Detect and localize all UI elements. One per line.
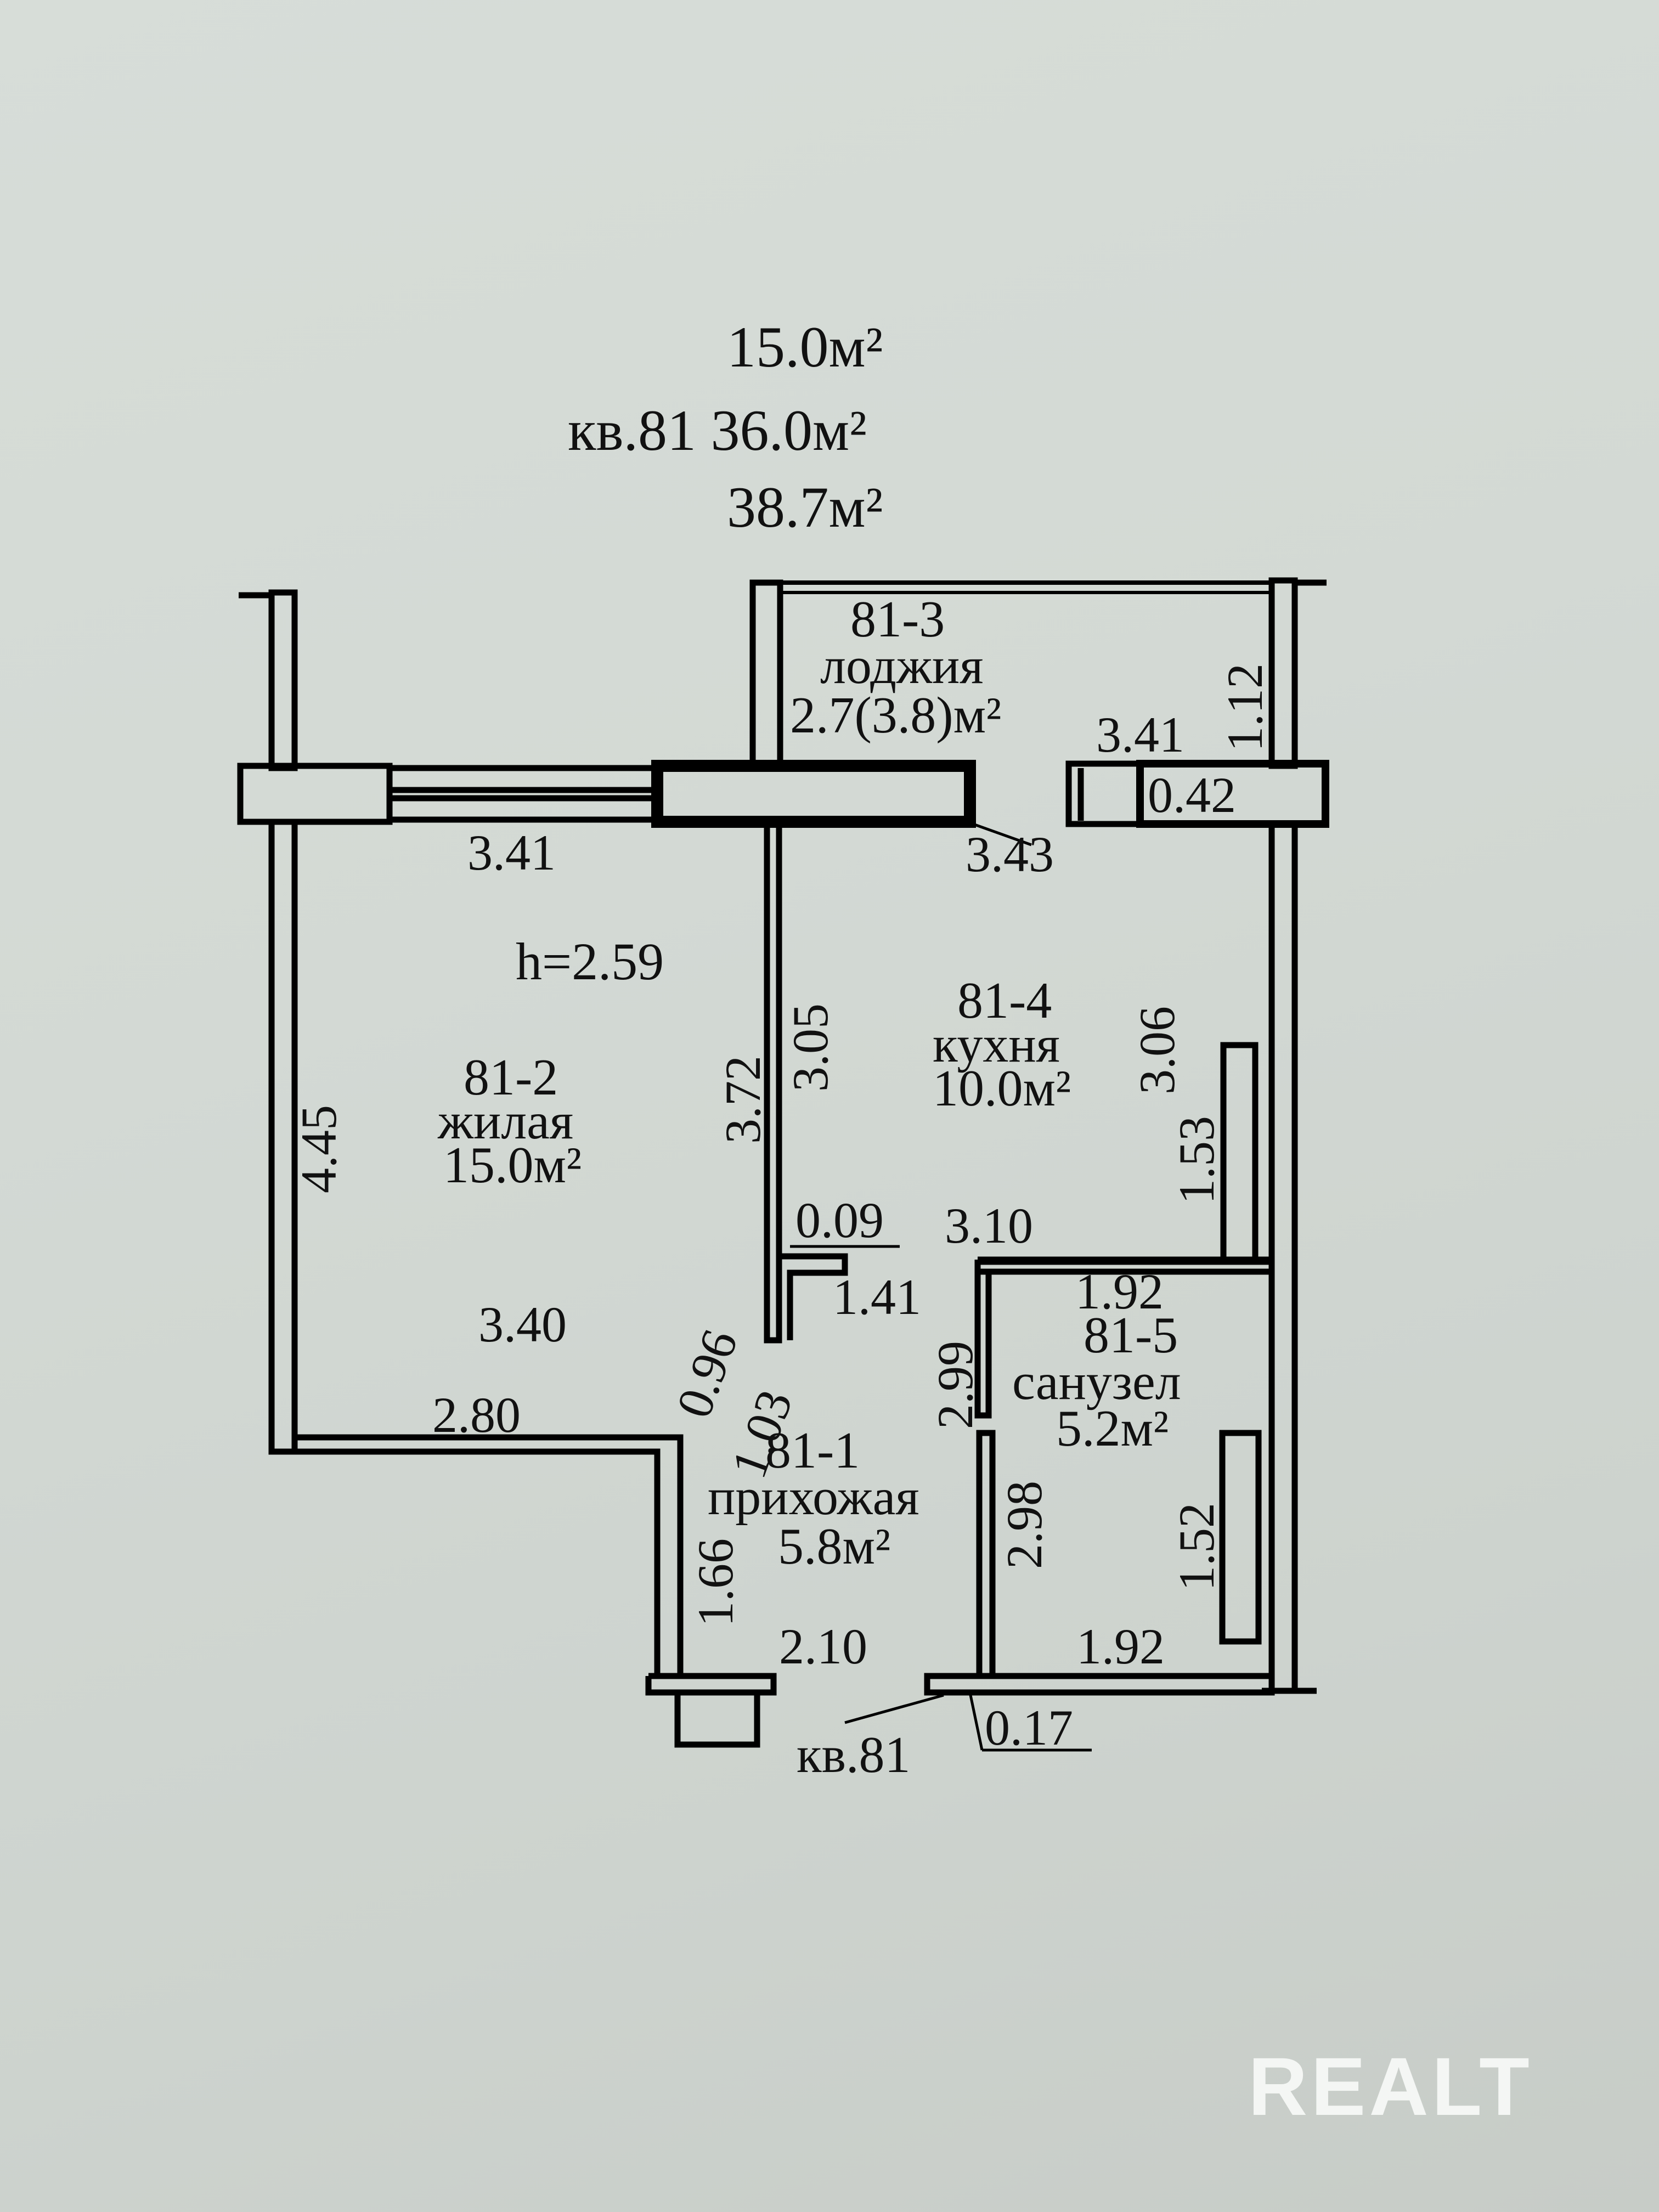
room-bathroom-name: санузел xyxy=(1012,1353,1181,1410)
room-hallway-id: 81-1 xyxy=(765,1422,860,1479)
room-loggia-name: лоджия xyxy=(820,637,984,695)
header-areas: 15.0м² кв.81 36.0м² 38.7м² xyxy=(568,315,883,539)
dim-042: 0.42 xyxy=(1148,767,1236,823)
room-loggia: 81-3 лоджия 2.7(3.8)м² xyxy=(790,591,1001,744)
window-wall-block-left xyxy=(237,763,393,825)
dim-210: 2.10 xyxy=(779,1618,867,1674)
leader-entrance xyxy=(844,1694,944,1724)
hall-bath-partition-lower xyxy=(976,1430,996,1679)
leader-lines xyxy=(790,821,1092,1752)
right-outer-wall xyxy=(1268,821,1298,1694)
room-bathroom-id: 81-5 xyxy=(1084,1307,1178,1364)
entrance-label: кв.81 xyxy=(797,1726,911,1784)
dim-112: 1.12 xyxy=(1217,663,1273,752)
dim-343: 3.43 xyxy=(966,826,1054,882)
dim-141: 1.41 xyxy=(833,1269,921,1325)
dim-153: 1.53 xyxy=(1169,1116,1224,1204)
header-total-area: 38.7м² xyxy=(727,475,883,539)
dim-341-left: 3.41 xyxy=(467,825,556,881)
walls xyxy=(237,577,1329,1748)
dimensions-horizontal: 3.41 0.42 3.41 3.43 0.09 3.10 1.41 1.92 … xyxy=(432,707,1236,1784)
header-living-area: 15.0м² xyxy=(727,315,883,379)
header-apartment-area: кв.81 36.0м² xyxy=(568,398,867,462)
room-bathroom: 81-5 санузел 5.2м² xyxy=(1012,1307,1181,1457)
room-loggia-area: 2.7(3.8)м² xyxy=(790,687,1001,744)
window-wall-block-right xyxy=(1136,760,1329,828)
hall-bath-partition-upper xyxy=(974,1260,992,1419)
dim-372: 3.72 xyxy=(715,1056,771,1144)
dim-299: 2.99 xyxy=(927,1341,983,1429)
dim-445: 4.45 xyxy=(291,1105,347,1193)
leader-017 xyxy=(968,1692,984,1751)
dim-306: 3.06 xyxy=(1129,1006,1185,1094)
dim-340: 3.40 xyxy=(478,1296,567,1352)
loggia-left-wall xyxy=(749,579,783,771)
dim-341-top: 3.41 xyxy=(1096,707,1184,763)
dim-192-bottom: 1.92 xyxy=(1076,1618,1165,1674)
loggia-right-wall xyxy=(1268,577,1298,769)
living-bottom-wall xyxy=(272,1448,661,1676)
dim-152: 1.52 xyxy=(1169,1503,1224,1591)
dim-192-top: 1.92 xyxy=(1075,1263,1164,1319)
entrance-door-block xyxy=(674,1689,760,1748)
room-living-id: 81-2 xyxy=(464,1049,558,1106)
window-wall-block-mid xyxy=(651,760,976,828)
room-kitchen: 81-4 кухня 10.0м² xyxy=(933,972,1071,1117)
dim-280: 2.80 xyxy=(432,1387,521,1443)
dim-305: 3.05 xyxy=(782,1003,838,1092)
room-kitchen-area: 10.0м² xyxy=(933,1060,1071,1117)
room-kitchen-name: кухня xyxy=(933,1016,1060,1073)
living-bottom-wall-inner xyxy=(295,1434,684,1676)
room-living-name: жилая xyxy=(437,1093,573,1150)
dim-009: 0.09 xyxy=(795,1192,884,1248)
left-wall-top-inner xyxy=(268,589,298,771)
realt-watermark: REALT xyxy=(1248,2040,1533,2132)
room-kitchen-id: 81-4 xyxy=(957,972,1052,1029)
bathroom-right-column xyxy=(1219,1430,1262,1645)
bathroom-bottom-wall xyxy=(924,1673,1275,1696)
left-wall-stub xyxy=(239,592,275,768)
dim-017: 0.17 xyxy=(985,1700,1073,1756)
room-hallway-name: прихожая xyxy=(708,1469,919,1526)
dim-310: 3.10 xyxy=(945,1198,1033,1254)
dim-096: 0.96 xyxy=(665,1323,748,1425)
dim-298: 2.98 xyxy=(996,1481,1052,1569)
room-hallway: 81-1 прихожая 5.8м² xyxy=(708,1422,919,1575)
partition-jog xyxy=(779,1253,848,1340)
room-bathroom-area: 5.2м² xyxy=(1056,1400,1169,1457)
room-living: 81-2 жилая 15.0м² xyxy=(437,1049,582,1194)
room-loggia-id: 81-3 xyxy=(850,591,945,648)
ceiling-height-label: h=2.59 xyxy=(516,932,664,991)
room-living-area: 15.0м² xyxy=(443,1137,582,1194)
entrance-stub-left xyxy=(645,1673,777,1696)
kitchen-right-column xyxy=(1220,1042,1259,1263)
dim-166: 1.66 xyxy=(687,1538,743,1627)
leader-343 xyxy=(969,821,1032,847)
living-kitchen-partition xyxy=(764,819,782,1344)
room-hallway-area: 5.8м² xyxy=(778,1518,890,1575)
